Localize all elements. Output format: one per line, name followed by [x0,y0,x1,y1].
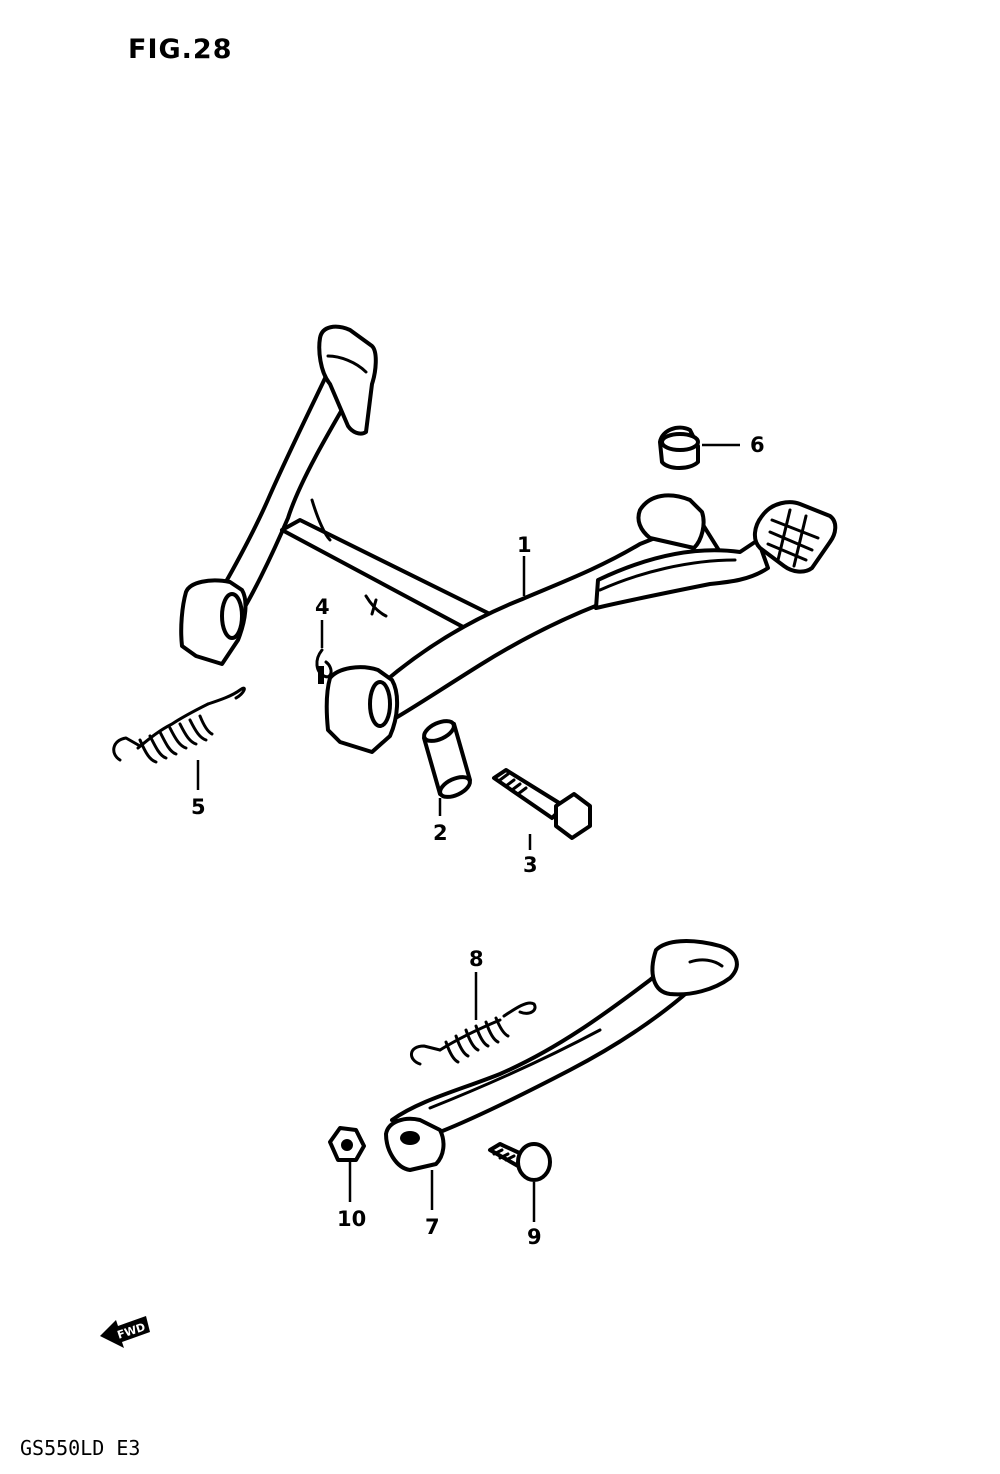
callout-5: 5 [191,795,206,819]
stand-spacer[interactable] [421,717,473,801]
side-stand-nut[interactable] [328,1126,366,1162]
stand-clip[interactable] [315,648,333,684]
callout-3: 3 [523,853,538,877]
callout-4: 4 [315,595,330,619]
figure-title: FIG.28 [128,34,233,65]
callout-6: 6 [750,433,765,457]
stopper-rubber[interactable] [658,425,700,470]
callout-1: 1 [517,533,532,557]
model-code: GS550LD E3 [20,1436,141,1460]
leader-lines [196,443,740,1222]
callout-7: 7 [425,1215,440,1239]
forward-arrow-icon: FWD [100,1316,150,1348]
side-stand[interactable] [384,939,739,1172]
stand-spring[interactable] [112,686,246,764]
callout-labels: 1 2 3 4 5 6 7 8 9 10 [191,433,765,1249]
callout-9: 9 [527,1225,542,1249]
callout-10: 10 [337,1207,366,1231]
callout-8: 8 [469,947,484,971]
center-stand[interactable] [179,324,838,754]
callout-2: 2 [433,821,448,845]
stand-bolt[interactable] [492,768,592,840]
side-stand-bolt[interactable] [488,1142,552,1182]
side-stand-spring[interactable] [410,1001,537,1066]
